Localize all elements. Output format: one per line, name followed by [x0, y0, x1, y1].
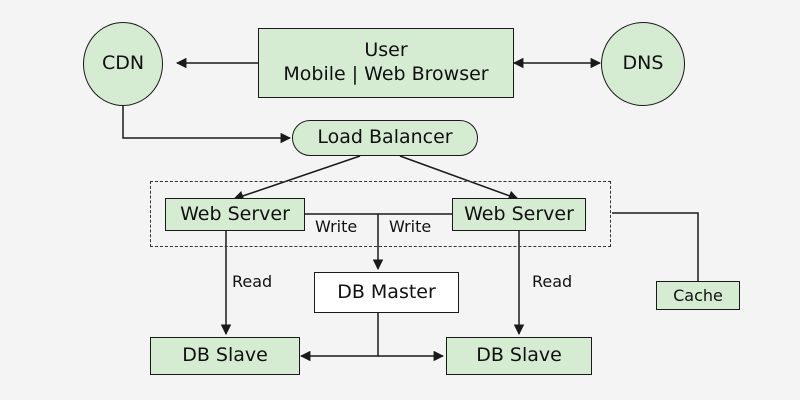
db-slave-right-label: DB Slave — [476, 344, 562, 367]
db-slave-right-node: DB Slave — [446, 337, 592, 375]
edge-db-master-to-slave-left — [299, 313, 379, 362]
dns-label: DNS — [622, 52, 664, 75]
read-label-left: Read — [229, 272, 276, 291]
load-balancer-node: Load Balancer — [292, 120, 478, 156]
web-server-right-node: Web Server — [452, 198, 586, 231]
write-label-right: Write — [386, 217, 435, 236]
edge-lb-to-web-server-right — [399, 155, 519, 201]
edge-web-server-to-cache — [612, 212, 699, 281]
load-balancer-label: Load Balancer — [317, 126, 453, 149]
web-server-right-label: Web Server — [464, 202, 574, 225]
user-subtitle: Mobile | Web Browser — [283, 63, 489, 85]
cache-label: Cache — [673, 285, 723, 305]
read-label-right: Read — [529, 272, 576, 291]
web-server-left-node: Web Server — [165, 198, 305, 231]
user-node: User Mobile | Web Browser — [258, 28, 514, 98]
db-master-node: DB Master — [314, 272, 459, 313]
edge-lb-to-web-server-left — [233, 155, 361, 201]
edge-cdn-to-load-balancer — [122, 106, 292, 144]
db-master-label: DB Master — [337, 280, 436, 303]
write-label-left: Write — [312, 217, 361, 236]
user-title: User — [364, 39, 408, 62]
cache-node: Cache — [656, 281, 740, 310]
cdn-node: CDN — [83, 22, 163, 106]
web-server-left-label: Web Server — [180, 202, 290, 225]
cdn-label: CDN — [101, 52, 145, 75]
db-slave-left-label: DB Slave — [182, 344, 268, 367]
web-server-group — [150, 181, 611, 247]
dns-node: DNS — [601, 22, 685, 106]
db-slave-left-node: DB Slave — [150, 337, 300, 375]
